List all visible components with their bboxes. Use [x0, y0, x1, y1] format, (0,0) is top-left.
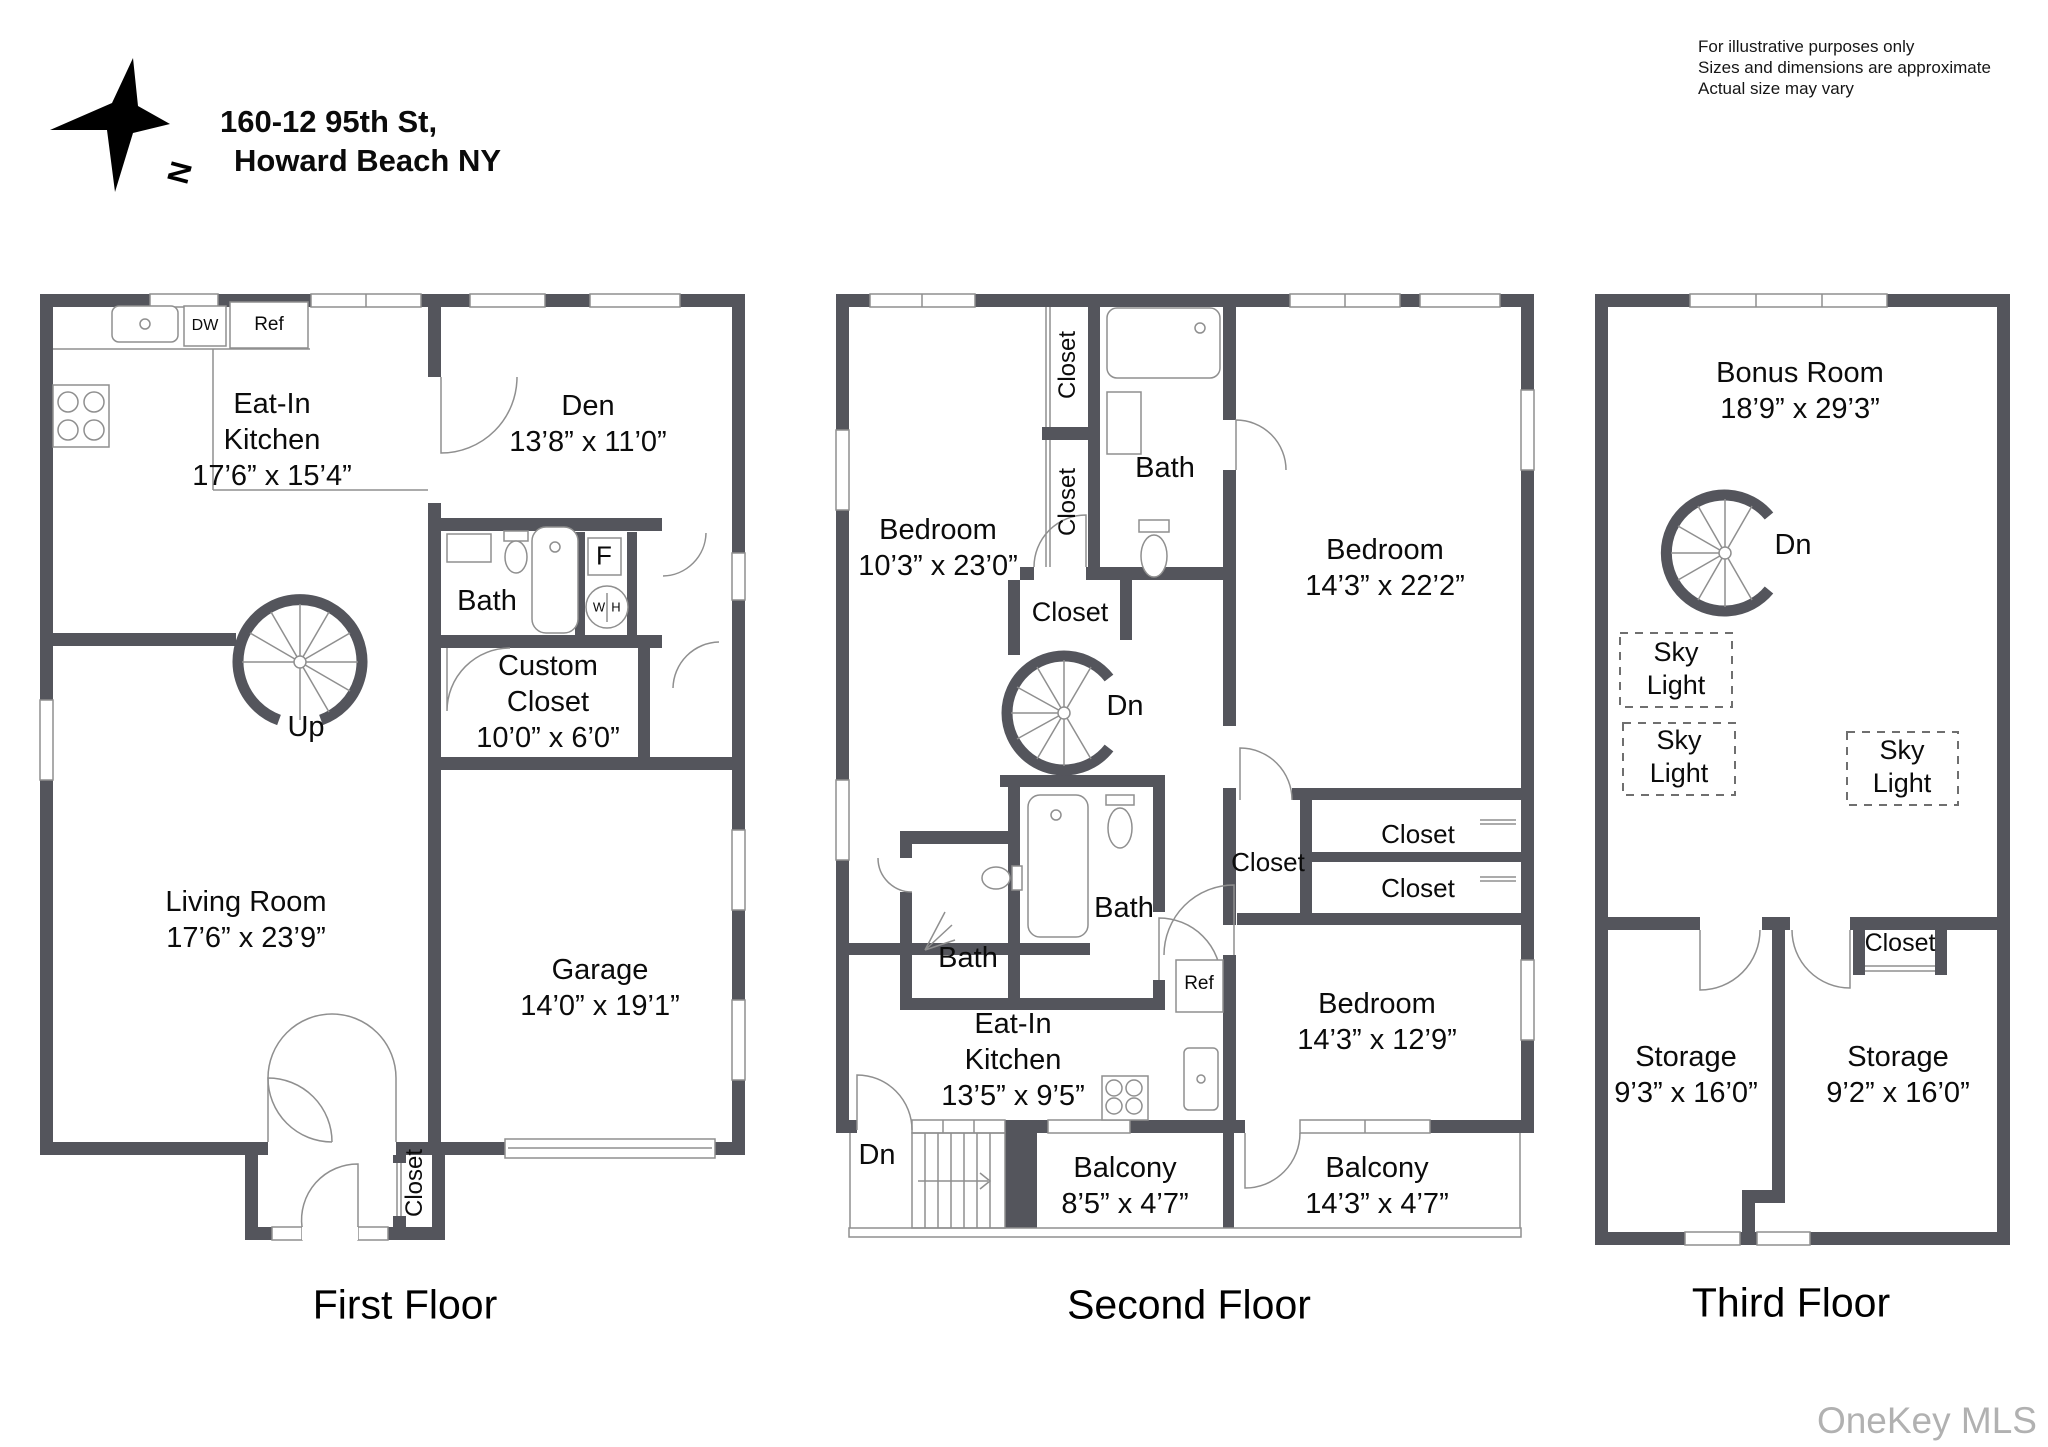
room-label-closet-stairs: Closet	[1031, 597, 1109, 627]
first-floor-plan	[39, 293, 746, 1241]
stove-icon	[52, 384, 110, 448]
property-address: 160-12 95th St, Howard Beach NY	[220, 102, 501, 180]
room-label-bedroom-bottom: Bedroom 14’3” x 12’9”	[1297, 988, 1457, 1056]
refrigerator-label-second: Ref	[1184, 973, 1214, 994]
room-label-bath-left: Bath	[938, 942, 998, 974]
dishwasher-label: DW	[191, 317, 219, 334]
furnace-label: F	[596, 540, 612, 571]
refrigerator-label: Ref	[254, 314, 284, 335]
first-floor-bath-fixtures	[446, 526, 579, 634]
garage-door	[504, 1138, 716, 1159]
room-label-bedroom-left: Bedroom 10’3” x 23’0”	[858, 514, 1018, 582]
room-label-closet-row-bottom: Closet	[1381, 873, 1455, 903]
water-heater-w-label: W	[592, 599, 606, 615]
first-floor-title: First Floor	[312, 1281, 498, 1328]
compass-icon: N	[50, 58, 197, 192]
second-floor-plan	[835, 293, 1535, 1238]
address-line-2: Howard Beach NY	[234, 143, 502, 178]
third-floor-title: Third Floor	[1691, 1279, 1891, 1326]
room-label-garage: Garage 14’0” x 19’1”	[520, 954, 680, 1022]
room-label-entry-closet: Closet	[401, 1148, 428, 1218]
second-floor-windows	[835, 293, 1535, 1041]
room-label-closet-third: Closet	[1864, 929, 1936, 957]
skylight-label-2: Sky Light	[1649, 725, 1709, 788]
room-label-balcony-left: Balcony 8’5” x 4’7”	[1061, 1152, 1189, 1220]
third-floor-plan	[1595, 293, 2010, 1246]
spiral-stairs-down	[1001, 650, 1114, 776]
kitchen-counter	[53, 301, 428, 491]
stairs-down	[911, 1132, 1006, 1229]
room-label-closet-row-top: Closet	[1381, 819, 1455, 849]
room-label-living-room: Living Room 17’6” x 23’9”	[165, 886, 327, 954]
stairs-down-label-third: Dn	[1774, 529, 1812, 561]
address-line-1: 160-12 95th St,	[220, 104, 438, 139]
room-label-bath-first: Bath	[457, 585, 517, 617]
onekey-mls-watermark: OneKey MLS	[1816, 1400, 2037, 1441]
water-heater-h-label: H	[611, 599, 621, 615]
first-floor-doors	[267, 376, 720, 1228]
second-floor-kitchen-fixtures	[1101, 959, 1224, 1121]
spiral-stairs-up	[232, 594, 368, 726]
room-label-balcony-right: Balcony 14’3” x 4’7”	[1305, 1152, 1449, 1220]
water-heater-icon	[585, 585, 629, 629]
first-floor-windows	[39, 293, 746, 1241]
room-label-eat-in-kitchen: Eat-In Kitchen 17’6” x 15’4”	[192, 388, 352, 492]
second-floor-title: Second Floor	[1067, 1281, 1311, 1328]
spiral-stairs-down-third	[1660, 489, 1774, 617]
room-label-storage-left: Storage 9’3” x 16’0”	[1614, 1041, 1758, 1109]
skylight-label-3: Sky Light	[1872, 735, 1932, 798]
room-label-den: Den 13’8” x 11’0”	[509, 390, 667, 458]
skylight-boxes	[1619, 632, 1959, 806]
stairs-up-label: Up	[287, 711, 325, 743]
room-label-bonus-room: Bonus Room 18’9” x 29’3”	[1716, 357, 1884, 425]
room-label-storage-right: Storage 9’2” x 16’0”	[1826, 1041, 1970, 1109]
compass-n-label: N	[160, 158, 197, 187]
room-label-custom-closet: Custom Closet 10’0” x 6’0”	[476, 650, 620, 754]
room-label-bath-right: Bath	[1094, 892, 1154, 924]
second-floor-doors	[856, 419, 1301, 1189]
skylight-label-1: Sky Light	[1646, 637, 1706, 700]
stairs-down-label: Dn	[858, 1139, 896, 1171]
third-floor-doors	[1699, 929, 1851, 991]
room-label-closet-hall: Closet	[1231, 847, 1305, 877]
disclaimer: For illustrative purposes only Sizes and…	[1698, 37, 1991, 98]
room-label-closet-top: Closet	[1054, 330, 1081, 400]
second-floor-top-bath-fixtures	[1106, 307, 1221, 578]
room-label-closet-mid-left: Closet	[1054, 467, 1081, 537]
third-floor-windows	[1684, 293, 1888, 1246]
furnace-icon	[587, 537, 622, 576]
room-label-kitchen-second: Eat-In Kitchen 13’5” x 9’5”	[941, 1008, 1085, 1112]
room-label-bedroom-right: Bedroom 14’3” x 22’2”	[1305, 534, 1465, 602]
second-floor-bath-fixtures	[924, 794, 1135, 951]
room-label-bath-top: Bath	[1135, 452, 1195, 484]
stairs-down-spiral-label: Dn	[1106, 690, 1144, 722]
